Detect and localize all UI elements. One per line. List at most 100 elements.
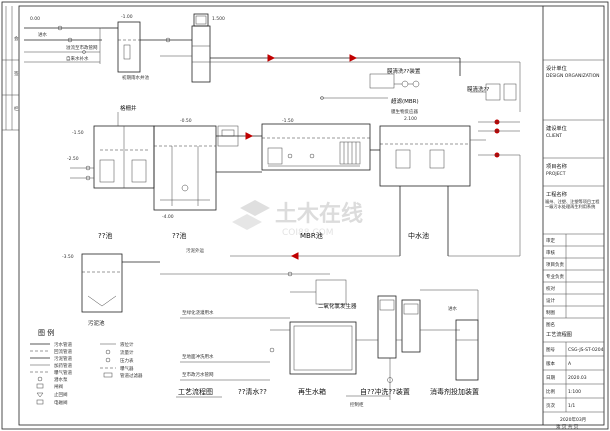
tb-scale: 1:100 [568,389,581,395]
tb-row-1: 审定 [546,237,555,244]
chlorine-label: 二氧化氯发生器 [318,302,357,310]
tb-project-name: 项目名称 [546,162,567,170]
initial-rain-sump: -1.00 初期雨水井池 [102,14,149,81]
mbr-tank: -1.50 [261,118,371,171]
sump-label: 初期雨水井池 [122,74,149,81]
tb-project-desc: 福州、注塑、注塑等项目工程 一级污水处理再生利用系统 [545,199,600,209]
pipe-note-4: 至市政污水管网 [182,371,214,378]
water-in-label: 进水 [38,31,47,38]
flow-arrow-1 [267,54,276,62]
strip-label-2: 签 [14,70,19,77]
tb-date-label: 日期 [546,375,555,381]
reuse-outlet-label: 至绿化浇灌用水 [182,309,214,316]
tb-row-5: 校对 [546,285,555,292]
clean-water-tank [269,321,357,375]
pool-mbr-label: MBR池 [300,231,323,240]
tb-drawing-no-label: 图号 [546,347,555,353]
inner-frame [18,5,605,426]
tb-version: A [568,361,572,367]
legend-title: 图 例 [38,328,54,337]
regulating-tank: -0.50 -4.00 [153,118,217,220]
tb-sheet-label: 页次 [546,402,555,409]
tb-project-name-en: PROJECT [546,171,566,177]
sludge-tank: 污泥池 -3.50 [62,253,160,327]
legend-item-7: 闸阀 [54,383,63,390]
reuse-pool-label: 再生水箱 [298,387,326,396]
pipe-note-1: 溢流至市政管网 [66,44,98,51]
legend-item-1: 污水管道 [54,341,72,348]
top-device-label: 膜清洗??装置 [387,67,421,75]
tb-project-label: 工程名称 [546,190,567,198]
pipe-note-3: 污泥外运 [186,247,204,254]
basin-labels: ??池 ??池 MBR池 中水池 [98,231,429,240]
pool-b-label: ??池 [172,231,186,240]
tb-row-6: 设计 [546,297,555,304]
sheet-footer-note: 第 页 共 页 [556,423,579,430]
elev-regulating: -0.50 [180,118,192,124]
disinfection-cabinet: 进水 [420,289,479,381]
tb-build-unit: 建设单位 [546,124,567,132]
sludge-tank-label: 污泥池 [88,319,105,327]
figure-title: 工艺流程图 [178,387,213,396]
tb-version-label: 版本 [546,360,555,367]
treatment-tower: 1.500 [140,13,225,83]
legend-item-13: 曝气器 [120,365,134,372]
clean-tank-label: ??清水?? [238,387,267,396]
tb-row-7: 制图 [546,309,555,316]
disinfect-label: 消毒剂投加装置 [430,387,479,396]
elev-inlet: 0.00 [30,16,40,22]
top-pipe-network [210,54,521,112]
legend-item-2: 回流管道 [54,348,72,355]
legend-item-6: 潜水泵 [54,376,68,383]
tb-date: 2020.03 [568,375,587,381]
watermark-sub: COI88.COM [282,228,333,238]
tb-row-3: 项目负责 [546,261,564,268]
tb-scale-label: 比例 [546,388,555,395]
tb-drawing-name: 工艺流程图 [546,330,572,338]
tb-build-unit-en: CLIENT [546,133,562,139]
legend-item-12: 压力表 [120,357,134,364]
mid-pool-label: 中水池 [408,231,429,240]
middle-pipe-network: 污泥外运 [160,149,521,277]
water-in-note-2: 进水 [448,305,457,312]
cabinet-label: 控制柜 [350,401,364,408]
elev-grille: -1.50 [72,130,84,136]
tb-designer-unit: 设计单位 [546,64,567,72]
elev-sludge: -3.50 [62,254,74,260]
legend: 图 例 污水管道 回流管道 污泥管道 加药管道 曝气管道 潜水泵 闸阀 止回阀 … [30,328,143,406]
elev-tower: 1.500 [212,16,225,22]
legend-item-5: 曝气管道 [54,369,72,376]
backwash-label: 自??冲洗??装置 [360,387,410,396]
legend-item-4: 加药管道 [54,362,72,369]
mbr-label: 膜生物反应器 [391,108,418,115]
flow-arrow-2 [349,54,358,62]
reuse-outlet-label-2: 至地面冲洗用水 [182,353,214,360]
membrane-cleaning-label: 膜清洗?? [467,85,489,93]
filter-column [356,295,460,400]
pool-a-label: ??池 [98,231,112,240]
watermark: 土木在线 COI88.COM [232,200,363,238]
tb-footer: 2020年03月 [560,416,586,423]
legend-item-3: 污泥管道 [54,355,72,362]
bottom-labels: 工艺流程图 ??清水?? 再生水箱 自??冲洗??装置 消毒剂投加装置 [176,387,479,398]
title-block: 设计单位 DESIGN ORGANIZATION 建设单位 CLIENT 项目名… [543,59,604,423]
chlorine-dioxide-unit: 二氧化氯发生器 [290,279,357,310]
elev-sump: -1.00 [121,14,133,20]
elev-regulating-bottom: -4.00 [162,214,174,220]
legend-item-14: 管道过滤器 [120,372,143,379]
elev-mbr: -1.50 [282,118,294,124]
mbr-equipment-top: 膜清洗??装置 超滤(MBR) 膜生物反应器 [320,67,421,115]
tb-designer-unit-en: DESIGN ORGANIZATION [546,73,600,79]
left-signature-strip: 会 签 栏 [2,6,19,131]
tb-row-2: 审核 [546,249,555,256]
mid-water-pool: 2.100 [379,116,486,256]
pipe-note-2: 自来水补水 [66,55,89,62]
tb-drawing-label: 图名 [546,321,555,328]
reuse-outlet-lines: 至绿化浇灌用水 至地面冲洗用水 至市政污水管网 控制柜 [180,309,390,408]
control-cabinet [216,125,262,147]
elev-mid-pool: 2.100 [404,116,417,122]
grille-well-label: 格栅井 [120,104,137,112]
watermark-main: 土木在线 [275,201,363,227]
strip-label-1: 会 [14,35,19,42]
